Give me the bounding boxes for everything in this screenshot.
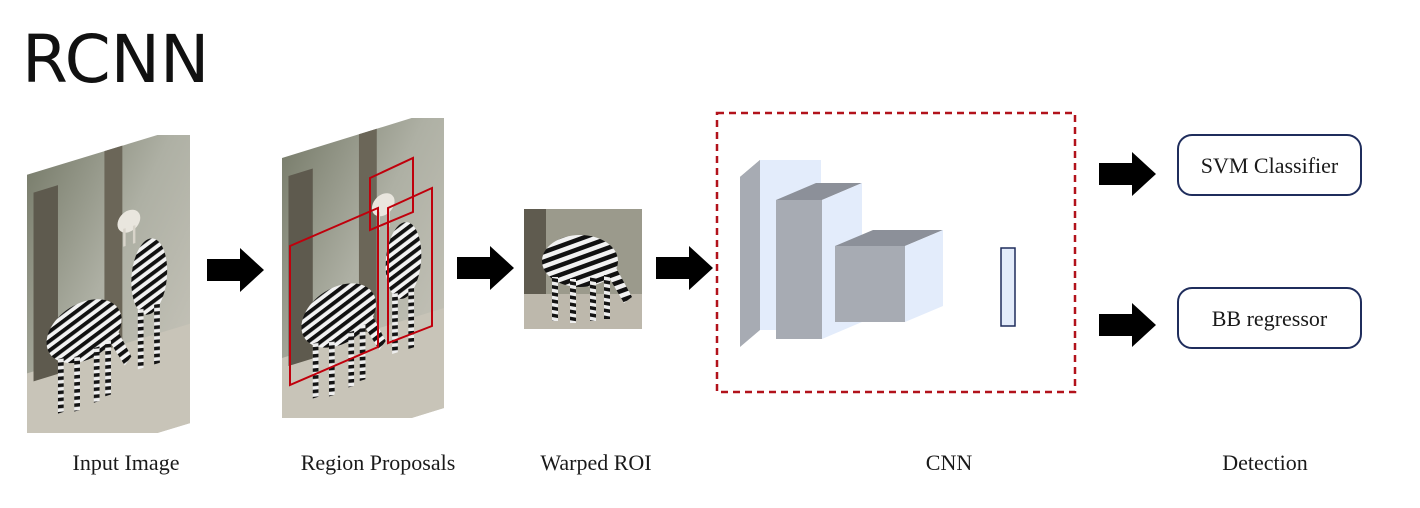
bb-regressor-box [1177, 287, 1362, 349]
proposal-boxes [289, 156, 433, 387]
caption-input-image: Input Image [73, 450, 180, 475]
page-title: RCNN [22, 21, 209, 98]
caption-detection: Detection [1222, 450, 1308, 475]
caption-region-proposals: Region Proposals [301, 450, 456, 475]
proposal-box-animal-top [369, 156, 414, 232]
cnn-layer-3 [835, 230, 943, 322]
caption-warped-roi: Warped ROI [540, 450, 651, 475]
proposal-box-zebra-left [289, 206, 379, 387]
input-image-photo [27, 135, 190, 433]
right-arrow-icon [1099, 303, 1156, 347]
proposal-box-zebra-right [387, 186, 433, 345]
cnn-container [715, 111, 1077, 394]
svm-classifier-box [1177, 134, 1362, 196]
region-proposals-photo [282, 118, 444, 418]
cnn-feature-vector [1000, 247, 1016, 327]
caption-cnn: CNN [926, 450, 973, 475]
bb-regressor-label: BB regressor [1212, 306, 1328, 331]
right-arrow-icon [1099, 152, 1156, 196]
svm-classifier-label: SVM Classifier [1201, 153, 1339, 178]
warped-roi-photo [524, 209, 642, 329]
right-arrow-icon [207, 248, 264, 292]
right-arrow-icon [457, 246, 514, 290]
right-arrow-icon [656, 246, 713, 290]
